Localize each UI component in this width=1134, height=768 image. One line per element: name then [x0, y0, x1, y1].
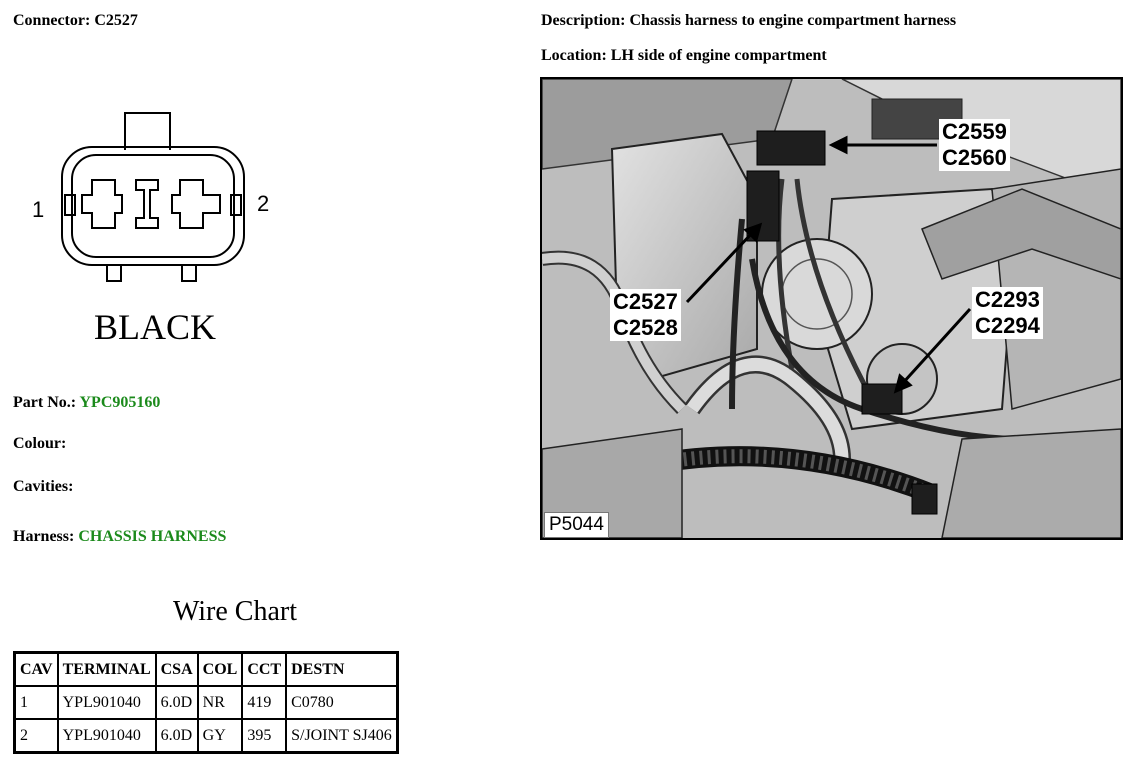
description-line: Description: Chassis harness to engine c… — [541, 12, 956, 30]
image-reference-label: P5044 — [544, 512, 609, 538]
wire-chart-title: Wire Chart — [172, 596, 298, 627]
cavities-line: Cavities: — [13, 478, 73, 496]
cell-destn: C0780 — [285, 685, 399, 720]
connector-inner-shell — [71, 154, 235, 258]
connector-face-diagram: 1 2 BLACK — [32, 112, 269, 347]
pin-label-1: 1 — [32, 197, 44, 222]
connector-label: Connector: — [13, 12, 91, 29]
cell-terminal: YPL901040 — [56, 685, 157, 720]
pin-label-2: 2 — [257, 191, 269, 216]
cell-col: NR — [196, 685, 244, 720]
cavities-label: Cavities: — [13, 478, 74, 495]
callout-c2293-c2294: C2293 C2294 — [972, 287, 1043, 339]
cell-terminal: YPL901040 — [56, 718, 157, 754]
connector-color-text: BLACK — [94, 307, 216, 347]
part-no-line: Part No.: YPC905160 — [13, 394, 160, 412]
right-foot — [181, 264, 197, 282]
harness-line: Harness: CHASSIS HARNESS — [13, 528, 226, 546]
colour-label: Colour: — [13, 435, 67, 452]
description-label: Description: — [541, 12, 626, 29]
header-cav: CAV — [13, 651, 59, 687]
description-value: Chassis harness to engine compartment ha… — [629, 12, 957, 29]
cell-cct: 395 — [241, 718, 288, 754]
table-row: 1 YPL901040 6.0D NR 419 C0780 — [13, 685, 399, 720]
harness-label: Harness: — [13, 528, 75, 545]
connector-line: Connector: C2527 — [13, 12, 138, 30]
connector-latch — [124, 112, 171, 150]
callout-c2527-c2528: C2527 C2528 — [610, 289, 681, 341]
cavity-2-shape — [171, 179, 221, 229]
harness-value: CHASSIS HARNESS — [78, 528, 227, 545]
connector-value: C2527 — [94, 12, 138, 29]
location-value: LH side of engine compartment — [610, 47, 827, 64]
center-key-shape — [135, 179, 159, 229]
part-no-label: Part No.: — [13, 394, 77, 411]
cell-cav: 1 — [13, 685, 59, 720]
left-foot — [106, 264, 122, 282]
cell-cct: 419 — [241, 685, 288, 720]
colour-line: Colour: — [13, 435, 66, 453]
part-no-value: YPC905160 — [79, 394, 161, 411]
right-tab — [230, 194, 242, 216]
left-tab — [64, 194, 76, 216]
header-terminal: TERMINAL — [56, 651, 157, 687]
wire-chart-table: CAV TERMINAL CSA COL CCT DESTN 1 YPL9010… — [13, 651, 399, 754]
cavity-1-shape — [81, 179, 123, 229]
callout-c2559-c2560: C2559 C2560 — [939, 119, 1010, 171]
connector-c2559-shape — [756, 130, 826, 166]
header-csa: CSA — [154, 651, 199, 687]
connector-outer-shell — [61, 146, 245, 266]
cell-csa: 6.0D — [154, 685, 199, 720]
location-line: Location: LH side of engine compartment — [541, 47, 827, 65]
cell-col: GY — [196, 718, 244, 754]
header-destn: DESTN — [285, 651, 399, 687]
header-col: COL — [196, 651, 244, 687]
table-header-row: CAV TERMINAL CSA COL CCT DESTN — [13, 651, 399, 687]
cell-cav: 2 — [13, 718, 59, 754]
header-cct: CCT — [241, 651, 288, 687]
cell-csa: 6.0D — [154, 718, 199, 754]
location-label: Location: — [541, 47, 607, 64]
table-row: 2 YPL901040 6.0D GY 395 S/JOINT SJ406 — [13, 718, 399, 754]
cell-destn: S/JOINT SJ406 — [285, 718, 399, 754]
engine-compartment-image: C2559 C2560 C2527 C2528 C2293 C2294 P504… — [540, 77, 1123, 540]
